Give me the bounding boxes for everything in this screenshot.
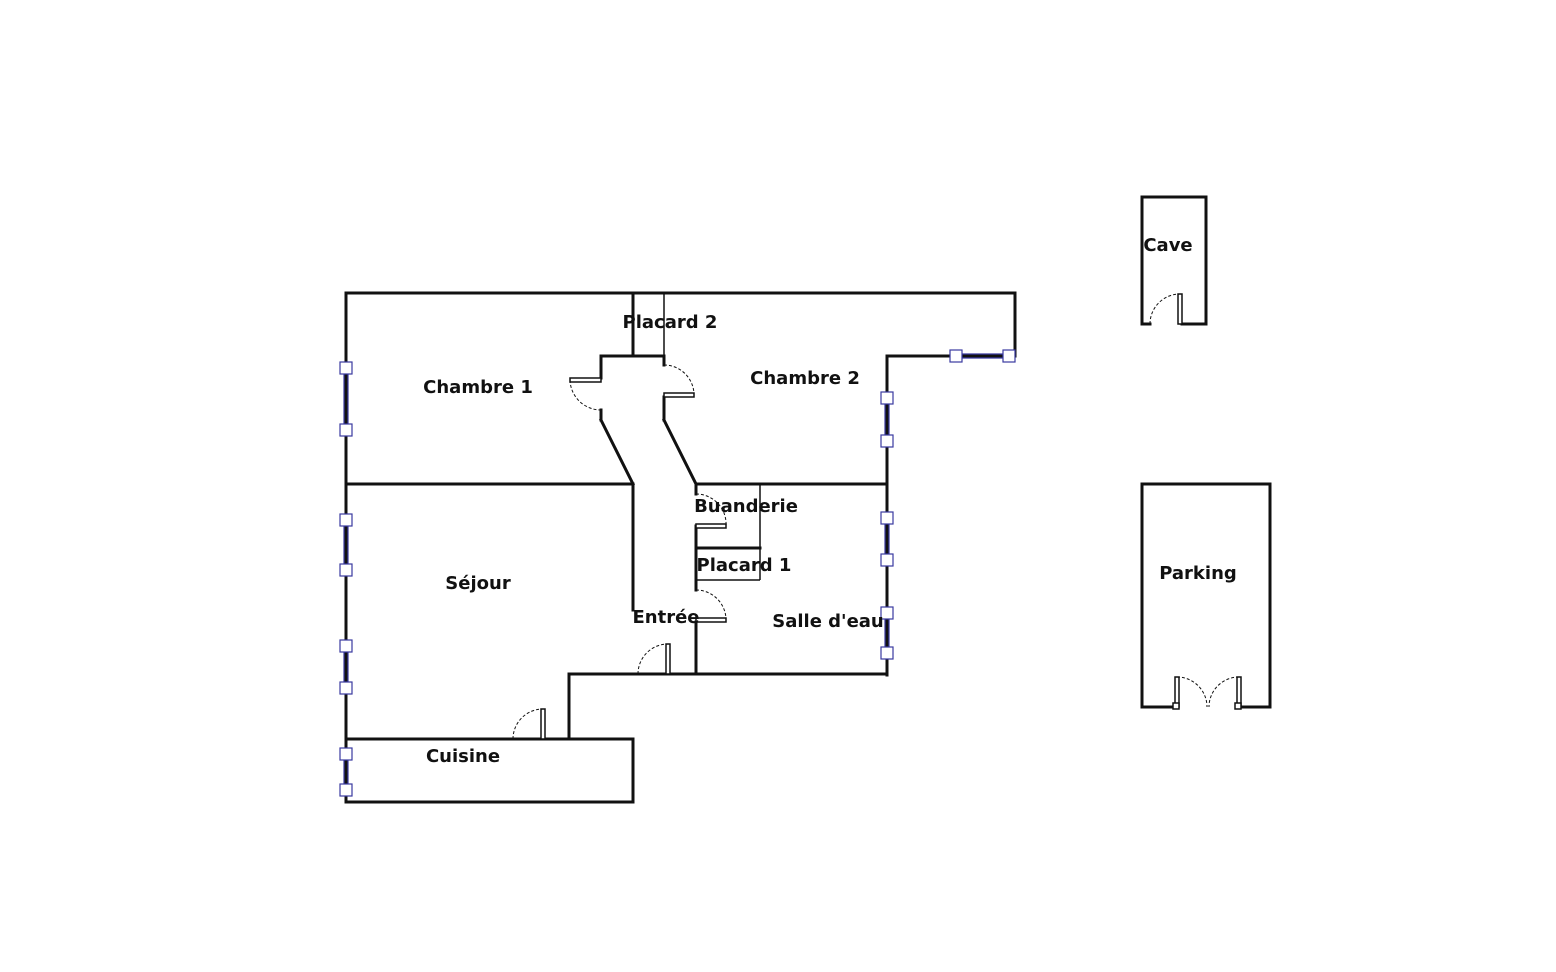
apartment-walls <box>344 291 1017 804</box>
label-buanderie: Buanderie <box>694 496 798 517</box>
label-sejour: Séjour <box>445 573 511 594</box>
window-chambre1 <box>339 361 353 437</box>
label-chambre2: Chambre 2 <box>750 368 860 389</box>
label-cuisine: Cuisine <box>426 746 500 767</box>
window-chambre2-side <box>880 391 894 448</box>
label-placard2: Placard 2 <box>623 312 718 333</box>
label-salle-eau: Salle d'eau <box>772 611 884 632</box>
cave-outline <box>1140 195 1208 326</box>
window-salle-eau-2 <box>880 606 894 660</box>
label-parking: Parking <box>1159 563 1237 584</box>
window-chambre2-top <box>949 349 1016 363</box>
door-entree <box>637 643 671 675</box>
door-chambre2 <box>663 364 695 398</box>
label-cave: Cave <box>1143 235 1192 256</box>
door-cave <box>1149 293 1183 325</box>
doors <box>512 364 727 740</box>
room-labels: Chambre 1 Placard 2 Chambre 2 Buanderie … <box>423 235 1237 767</box>
window-sejour-1 <box>339 513 353 577</box>
windows <box>339 349 1016 797</box>
label-placard1: Placard 1 <box>697 555 792 576</box>
door-buanderie <box>695 493 727 529</box>
label-chambre1: Chambre 1 <box>423 377 533 398</box>
door-cuisine <box>512 708 546 740</box>
door-salle-eau <box>695 589 727 623</box>
window-sejour-2 <box>339 639 353 695</box>
parking-outline <box>1140 482 1272 710</box>
label-entree: Entrée <box>632 607 699 628</box>
door-chambre1 <box>569 377 602 411</box>
window-cuisine <box>339 747 353 797</box>
door-parking <box>1172 676 1242 710</box>
window-salle-eau-1 <box>880 511 894 567</box>
